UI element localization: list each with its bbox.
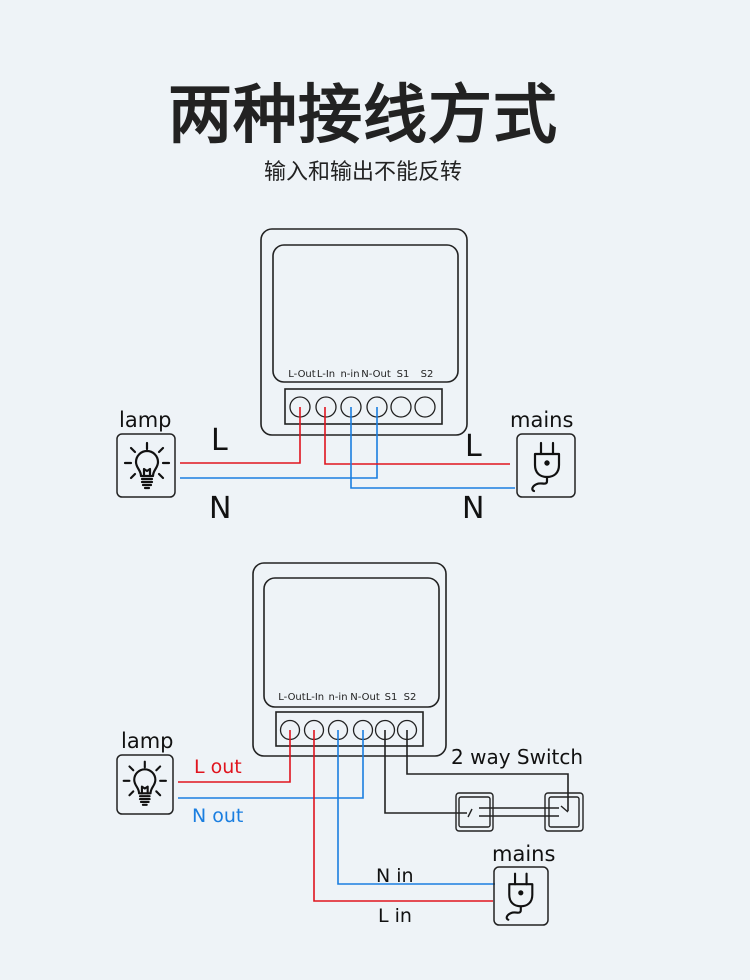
mains-box <box>516 433 576 498</box>
lamp-live-label: L <box>211 423 228 458</box>
lamp-frame <box>116 754 174 815</box>
terminal-label-n-in: n-in <box>340 369 359 380</box>
module-body <box>260 228 468 436</box>
terminal-label-s1: S1 <box>385 692 398 703</box>
light-bulb-icon <box>122 760 167 806</box>
module-body <box>252 562 447 757</box>
terminal-label-l-out: L-Out <box>288 369 315 380</box>
wire-mains-live <box>324 407 510 465</box>
terminal-label-n-out: N-Out <box>350 692 380 703</box>
switch-2-toggle <box>560 805 569 813</box>
smart-switch-module: L-Out L-In n-in N-Out S1 S2 <box>260 228 468 436</box>
lamp-neutral-label: N <box>209 491 231 526</box>
terminal-label-n-in: n-in <box>328 692 347 703</box>
lamp-frame <box>116 433 176 498</box>
module-face <box>272 244 459 383</box>
terminal-label-s1: S1 <box>397 369 410 380</box>
light-bulb-icon <box>123 441 171 490</box>
wire-lamp-neutral <box>180 407 378 479</box>
page-title: 两种接线方式 <box>168 79 558 153</box>
l-out-label: L out <box>194 756 242 778</box>
wire-s1 <box>384 730 467 814</box>
wire-s2 <box>406 730 569 811</box>
wire-mains-neutral <box>350 407 515 489</box>
terminal-s2 <box>414 396 436 418</box>
n-out-label: N out <box>192 805 243 827</box>
mains-live-label: L <box>465 429 482 464</box>
wire-l-in <box>313 730 493 902</box>
terminal-label-l-in: L-In <box>306 692 324 703</box>
terminal-label-s2: S2 <box>421 369 434 380</box>
wire-l-out <box>178 730 291 783</box>
power-plug-icon <box>531 441 561 493</box>
lamp-box <box>116 754 174 815</box>
terminal-block <box>284 388 443 425</box>
switch-2-outer <box>544 792 584 832</box>
terminal-block <box>275 711 424 747</box>
mains-label: mains <box>492 842 555 866</box>
two-way-switch-icon <box>455 792 584 832</box>
terminal-label-s2: S2 <box>404 692 417 703</box>
wire-n-out <box>178 730 364 799</box>
two-way-switch-label: 2 way Switch <box>451 745 583 769</box>
n-in-label: N in <box>376 865 414 887</box>
lamp-label: lamp <box>119 408 172 432</box>
mains-box <box>493 866 549 926</box>
mains-label: mains <box>510 408 573 432</box>
module-face <box>263 577 440 708</box>
switch-2-inner <box>548 796 580 828</box>
switch-1-inner <box>458 796 491 828</box>
l-in-label: L in <box>378 905 412 927</box>
switch-1-outer <box>455 792 494 832</box>
switch-1-toggle <box>467 808 473 818</box>
terminal-label-n-out: N-Out <box>361 369 391 380</box>
diagram-two-way-switch: L-Out L-In n-in N-Out S1 S2 lamp L o <box>116 562 584 927</box>
smart-switch-module: L-Out L-In n-in N-Out S1 S2 <box>252 562 447 757</box>
page-subtitle: 输入和输出不能反转 <box>263 160 462 185</box>
mains-frame <box>493 866 549 926</box>
power-plug-icon <box>505 872 534 921</box>
diagram-direct-wiring: L-Out L-In n-in N-Out S1 S2 lamp L N mai… <box>116 228 576 526</box>
wire-n-in <box>337 730 495 885</box>
terminal-label-l-in: L-In <box>317 369 335 380</box>
mains-neutral-label: N <box>462 491 484 526</box>
lamp-box <box>116 433 176 498</box>
wire-lamp-live <box>180 407 301 464</box>
lamp-label: lamp <box>121 729 174 753</box>
mains-frame <box>516 433 576 498</box>
terminal-label-l-out: L-Out <box>278 692 305 703</box>
terminal-s1 <box>390 396 412 418</box>
terminal-l-in <box>315 396 337 418</box>
